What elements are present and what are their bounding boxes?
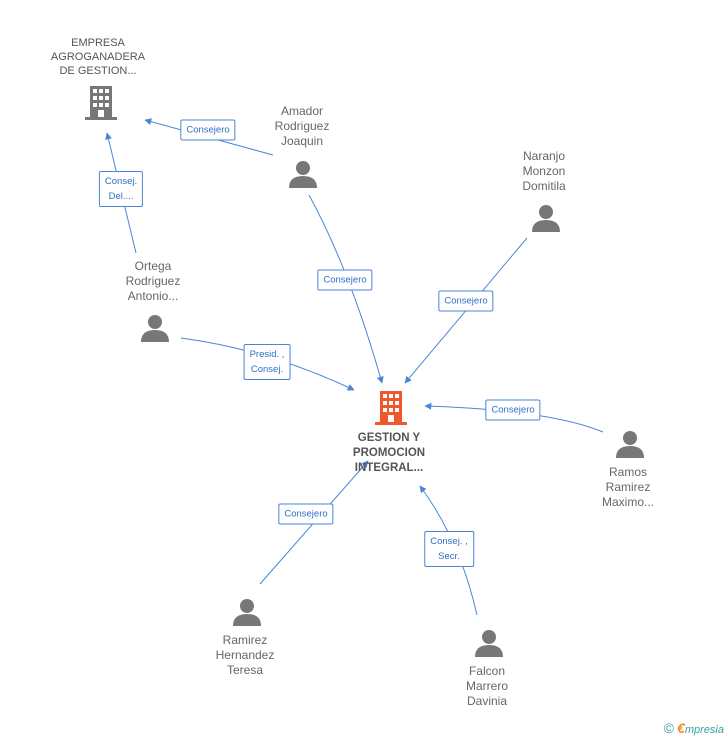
node-label-ramirez[interactable]: Ramirez Hernandez Teresa	[215, 633, 275, 677]
edge-label-falcon-central[interactable]: Consej. , Secr.	[424, 531, 474, 567]
person-icon[interactable]	[532, 204, 560, 232]
edge-label-ortega-central[interactable]: Presid. , Consej.	[243, 344, 291, 380]
central-building-icon[interactable]	[375, 391, 407, 425]
person-icon[interactable]	[233, 598, 261, 626]
node-label-central[interactable]: GESTION Y PROMOCION INTEGRAL...	[352, 432, 426, 474]
person-icon[interactable]	[141, 314, 169, 342]
building-icon[interactable]	[85, 86, 117, 120]
brand-footer: © €mpresia	[664, 720, 724, 736]
node-label-empresa[interactable]: EMPRESA AGROGANADERA DE GESTION...	[50, 37, 146, 77]
edge-label-ramirez-central[interactable]: Consejero	[278, 503, 334, 525]
person-icon[interactable]	[289, 160, 317, 188]
person-icon[interactable]	[616, 430, 644, 458]
brand-logo-e: €	[677, 720, 685, 736]
node-label-ramos[interactable]: Ramos Ramirez Maximo...	[601, 465, 655, 509]
node-label-naranjo[interactable]: Naranjo Monzon Domitila	[522, 149, 566, 193]
brand-logo-text: mpresia	[684, 724, 724, 736]
node-label-amador[interactable]: Amador Rodriguez Joaquin	[274, 104, 330, 148]
edge-label-amador-central[interactable]: Consejero	[317, 269, 373, 291]
node-label-ortega[interactable]: Ortega Rodriguez Antonio...	[125, 259, 181, 303]
edge-label-ramos-central[interactable]: Consejero	[485, 399, 541, 421]
edge-label-amador-empresa[interactable]: Consejero	[180, 119, 236, 141]
person-icon[interactable]	[475, 629, 503, 657]
edge-label-naranjo-central[interactable]: Consejero	[438, 290, 494, 312]
edge-label-ortega-empresa[interactable]: Consej. Del....	[98, 171, 144, 207]
node-label-falcon[interactable]: Falcon Marrero Davinia	[465, 664, 509, 708]
copyright-symbol: ©	[663, 720, 675, 736]
